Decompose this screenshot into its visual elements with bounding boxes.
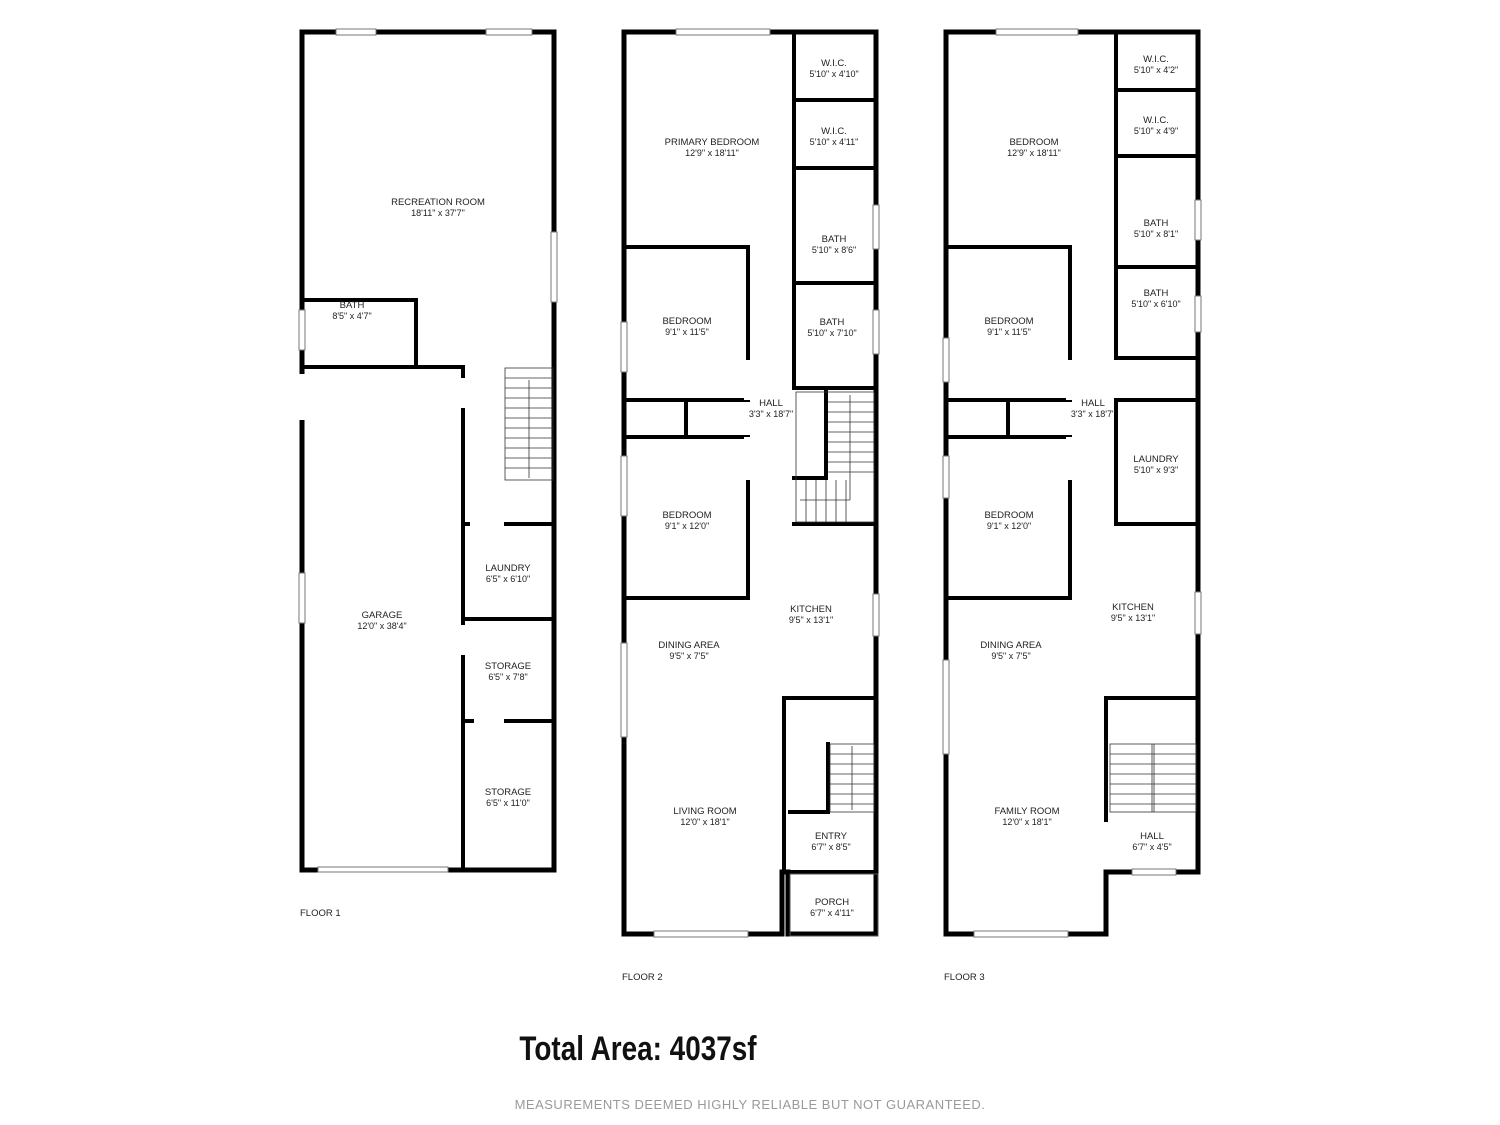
room-name: W.I.C. — [821, 126, 847, 137]
room-dims: 9'1" x 12'0" — [665, 521, 709, 531]
room-dims: 12'0" x 18'1" — [1002, 817, 1051, 827]
room-name: STORAGE — [485, 787, 531, 798]
room-name: STORAGE — [485, 661, 531, 672]
room-name: LIVING ROOM — [673, 806, 736, 817]
floor-3-plan — [942, 28, 1202, 938]
room-dims: 8'5" x 4'7" — [332, 311, 371, 321]
room-dims: 12'9" x 18'11" — [685, 148, 739, 158]
room-dims: 12'9" x 18'11" — [1007, 148, 1061, 158]
room-dims: 12'0" x 18'1" — [680, 817, 729, 827]
room-name: BATH — [822, 234, 847, 245]
room-dims: 5'10" x 4'10" — [809, 69, 858, 79]
floor-label: FLOOR 3 — [944, 972, 985, 983]
room-name: HALL — [1081, 398, 1105, 409]
room-dims: 9'5" x 13'1" — [1111, 613, 1155, 623]
floor-2-plan — [620, 28, 880, 938]
room-dims: 5'10" x 8'6" — [812, 245, 856, 255]
room-name: BEDROOM — [662, 316, 711, 327]
room-dims: 5'10" x 9'3" — [1134, 465, 1178, 475]
room-dims: 5'10" x 6'10" — [1131, 299, 1180, 309]
room-name: W.I.C. — [1143, 54, 1169, 65]
room-name: HALL — [1140, 831, 1164, 842]
room-dims: 5'10" x 4'11" — [810, 137, 859, 147]
room-dims: 9'5" x 13'1" — [789, 615, 833, 625]
room-name: KITCHEN — [790, 604, 832, 615]
room-dims: 9'1" x 11'5" — [665, 327, 709, 337]
room-name: LAUNDRY — [1133, 454, 1179, 465]
room-dims: 3'3" x 18'7" — [1071, 409, 1115, 419]
room-name: PRIMARY BEDROOM — [665, 137, 760, 148]
room-dims: 6'7" x 8'5" — [811, 842, 850, 852]
room-name: FAMILY ROOM — [994, 806, 1059, 817]
room-dims: 6'7" x 4'5" — [1132, 842, 1171, 852]
floor-label: FLOOR 1 — [300, 908, 341, 919]
room-dims: 5'10" x 4'2" — [1134, 65, 1178, 75]
room-dims: 9'5" x 7'5" — [991, 651, 1030, 661]
room-name: BEDROOM — [984, 510, 1033, 521]
room-dims: 12'0" x 38'4" — [357, 621, 406, 631]
room-name: ENTRY — [815, 831, 848, 842]
room-name: HALL — [759, 398, 783, 409]
floor-3-labels: BEDROOM 12'9" x 18'11" W.I.C. 5'10" x 4'… — [944, 54, 1181, 983]
room-name: GARAGE — [362, 610, 403, 621]
room-name: PORCH — [815, 897, 849, 908]
room-name: W.I.C. — [821, 58, 847, 69]
room-name: BATH — [340, 300, 365, 311]
room-name: BATH — [1144, 288, 1169, 299]
room-name: DINING AREA — [658, 640, 720, 651]
floor-2-labels: PRIMARY BEDROOM 12'9" x 18'11" W.I.C. 5'… — [622, 58, 859, 983]
room-dims: 6'7" x 4'11" — [810, 908, 854, 918]
room-dims: 3'3" x 18'7" — [749, 409, 793, 419]
total-area: Total Area: 4037sf — [519, 1030, 757, 1068]
room-dims: 5'10" x 4'9" — [1134, 126, 1178, 136]
room-dims: 6'5" x 11'0" — [486, 798, 530, 808]
room-dims: 9'1" x 12'0" — [987, 521, 1031, 531]
room-dims: 18'11" x 37'7" — [411, 208, 465, 218]
disclaimer-text: MEASUREMENTS DEEMED HIGHLY RELIABLE BUT … — [514, 1097, 986, 1112]
floor-1-labels: RECREATION ROOM 18'11" x 37'7" BATH 8'5"… — [300, 197, 531, 919]
room-name: KITCHEN — [1112, 602, 1154, 613]
room-name: W.I.C. — [1143, 115, 1169, 126]
room-name: RECREATION ROOM — [391, 197, 485, 208]
room-dims: 5'10" x 8'1" — [1134, 229, 1178, 239]
floor-1-plan — [298, 28, 558, 874]
floor-label: FLOOR 2 — [622, 972, 663, 983]
room-name: BEDROOM — [1009, 137, 1058, 148]
room-dims: 9'5" x 7'5" — [669, 651, 708, 661]
room-dims: 9'1" x 11'5" — [987, 327, 1031, 337]
room-name: BATH — [820, 317, 845, 328]
room-dims: 6'5" x 6'10" — [486, 574, 530, 584]
room-name: DINING AREA — [980, 640, 1042, 651]
room-name: BEDROOM — [662, 510, 711, 521]
room-name: BATH — [1144, 218, 1169, 229]
room-name: BEDROOM — [984, 316, 1033, 327]
room-dims: 5'10" x 7'10" — [807, 328, 856, 338]
room-dims: 6'5" x 7'8" — [488, 672, 527, 682]
room-name: LAUNDRY — [485, 563, 531, 574]
